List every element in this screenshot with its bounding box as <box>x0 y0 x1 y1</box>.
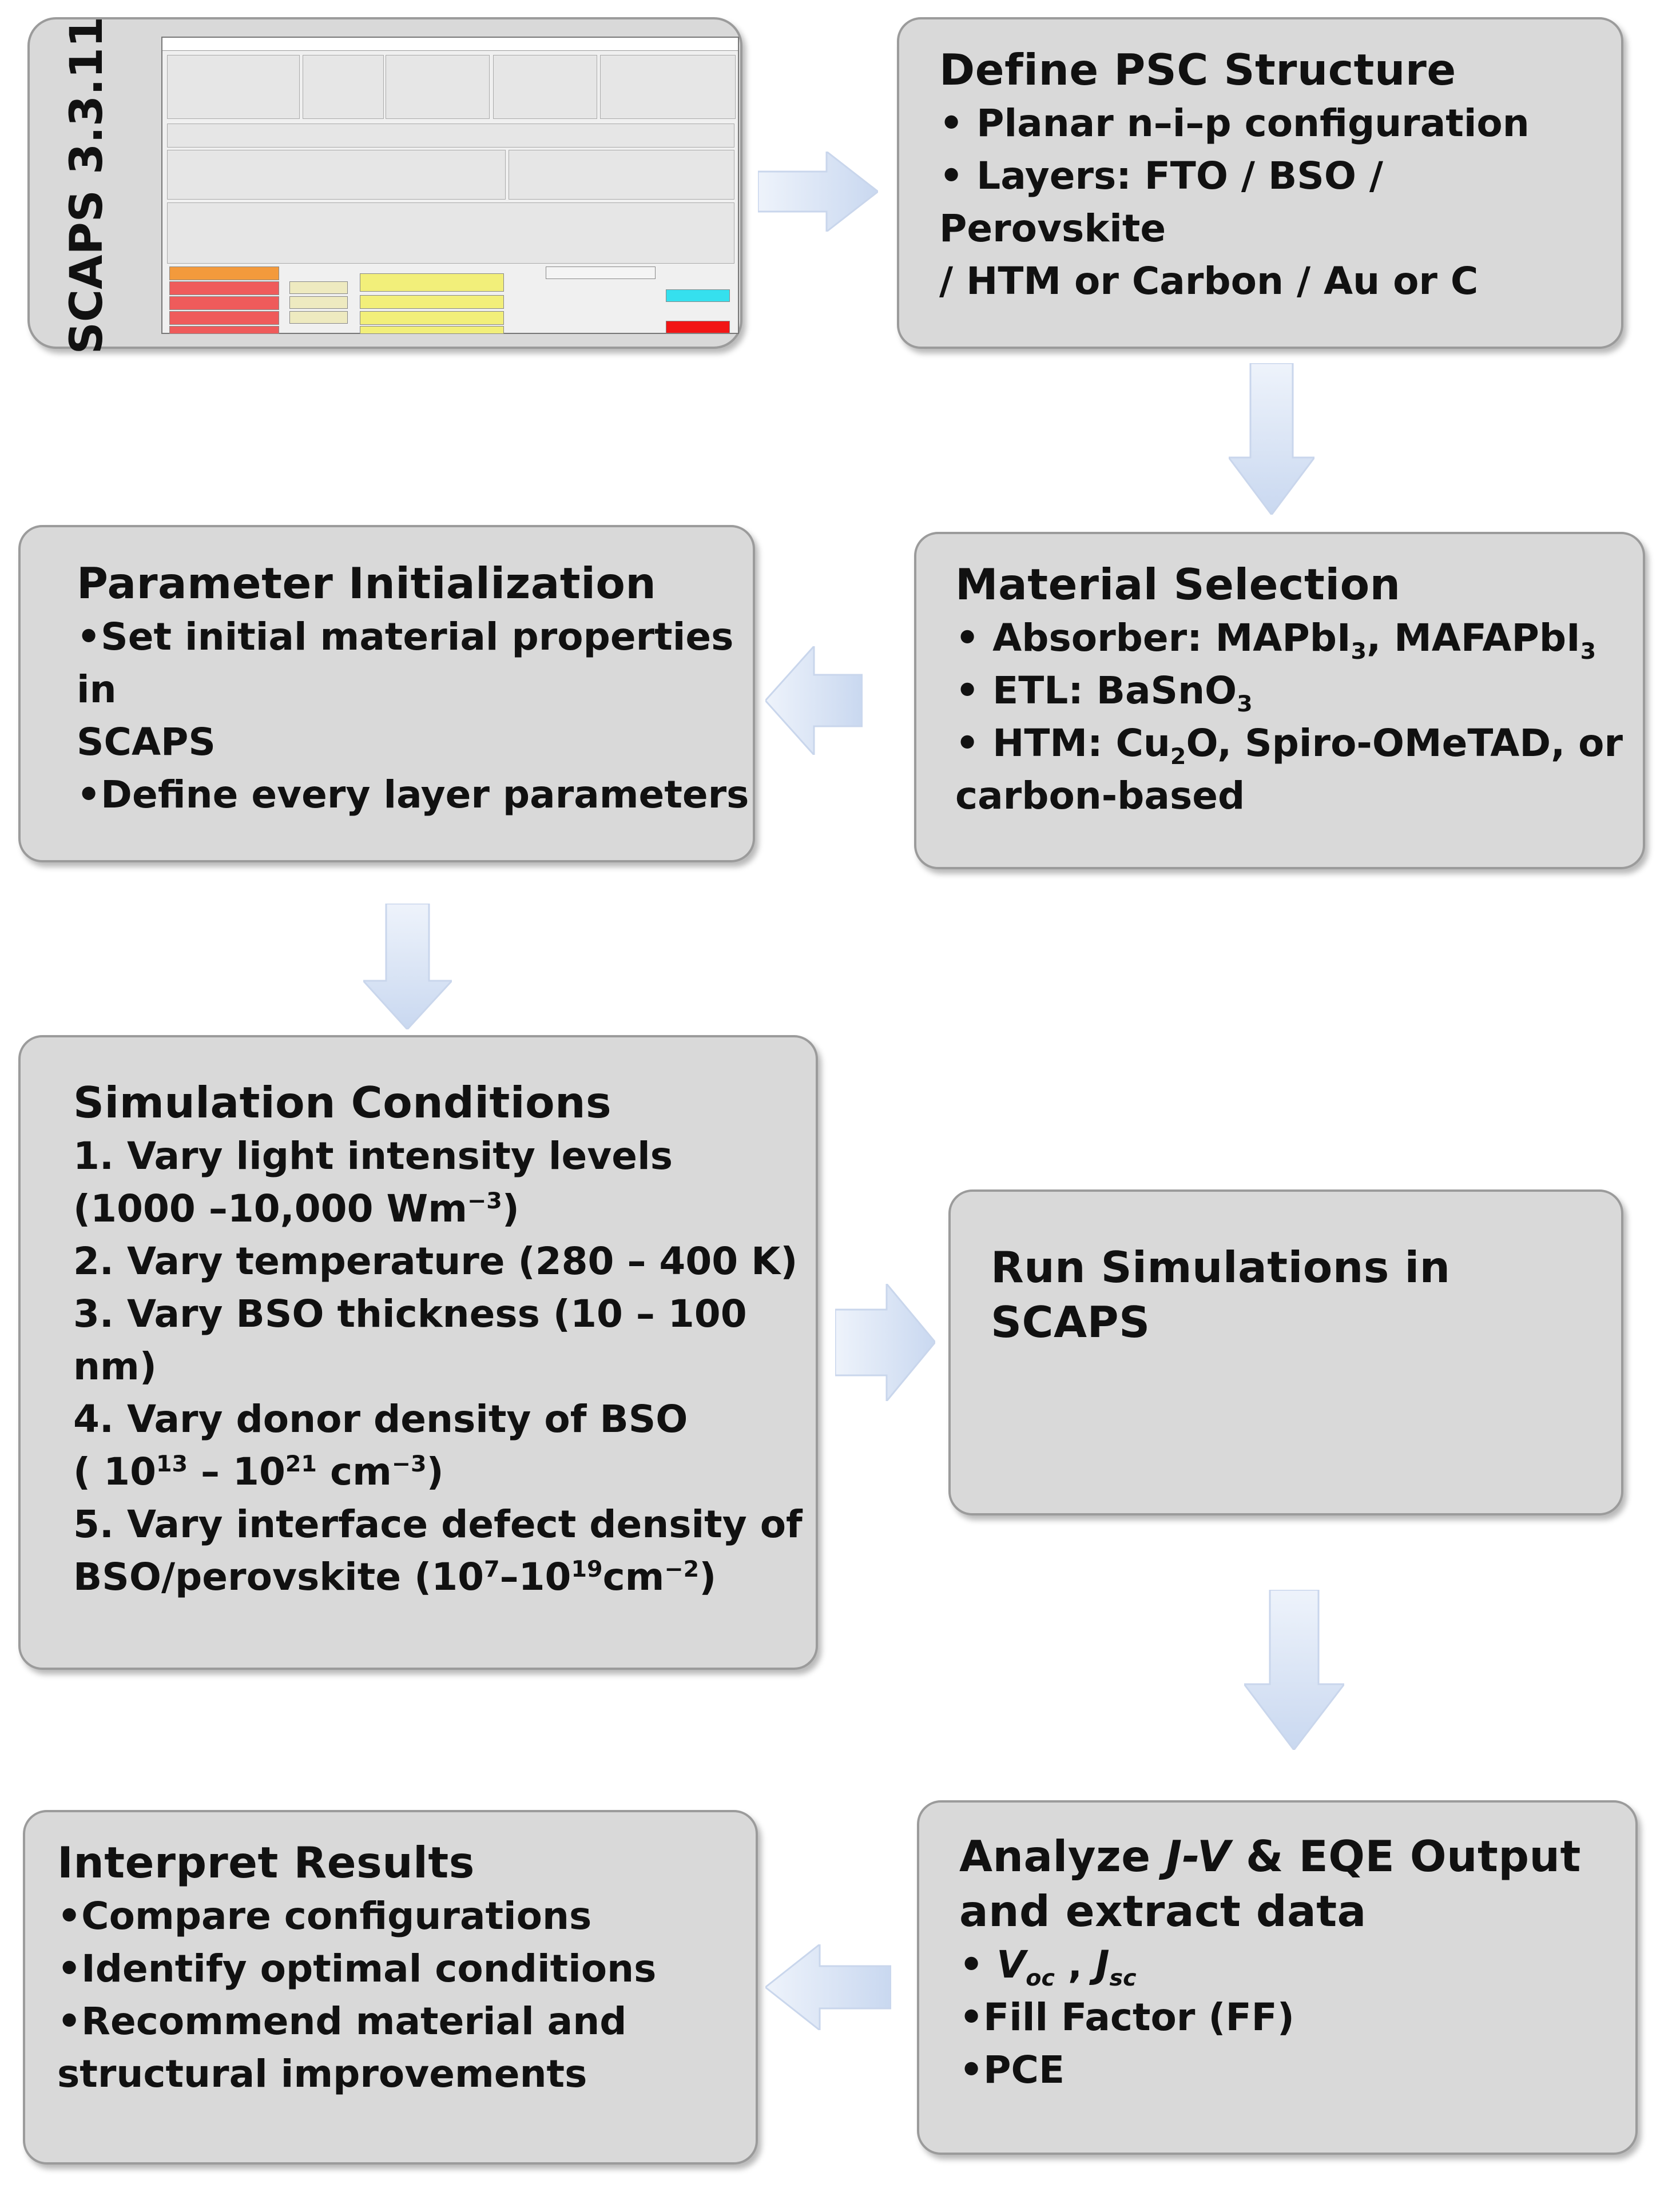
simulation-conditions-title: Simulation Conditions <box>73 1077 612 1128</box>
run-simulations-box: Run Simulations in SCAPS <box>948 1189 1623 1515</box>
material-selection-title: Material Selection <box>955 559 1401 610</box>
absorber-line: • Absorber: MAPbI3, MAFAPbI3 <box>955 616 1596 665</box>
interpret-results-line: •Identify optimal conditions <box>57 1947 657 1991</box>
down-arrow-icon <box>1229 363 1314 515</box>
left-arrow-icon <box>765 1944 891 2030</box>
htm-line: • HTM: Cu2O, Spiro-OMeTAD, or <box>955 721 1623 770</box>
right-arrow-icon <box>835 1284 935 1401</box>
define-structure-box: Define PSC Structure • Planar n–i–p conf… <box>897 17 1623 349</box>
parameter-init-line: SCAPS <box>77 720 216 764</box>
down-arrow-icon <box>363 904 452 1029</box>
define-structure-line: / HTM or Carbon / Au or C <box>939 259 1479 303</box>
htm-line-2: carbon-based <box>955 774 1245 818</box>
parameter-init-box: Parameter Initialization •Set initial ma… <box>18 525 755 862</box>
down-arrow-icon <box>1244 1590 1344 1750</box>
left-arrow-icon <box>765 646 863 755</box>
interpret-results-line: structural improvements <box>57 2052 587 2096</box>
parameter-init-line: •Define every layer parameters <box>77 773 749 817</box>
scaps-screenshot <box>161 37 739 334</box>
interpret-results-title: Interpret Results <box>57 1837 475 1888</box>
ff-line: •Fill Factor (FF) <box>959 1995 1294 2039</box>
interpret-results-box: Interpret Results •Compare configuration… <box>23 1810 758 2165</box>
analyze-output-title: Analyze J-V & EQE Output <box>959 1831 1581 1881</box>
condition-item: 4. Vary donor density of BSO <box>73 1397 688 1441</box>
pce-line: •PCE <box>959 2048 1065 2092</box>
parameter-init-line: •Set initial material properties in <box>77 615 734 711</box>
run-simulations-title: Run Simulations in SCAPS <box>991 1242 1451 1347</box>
define-structure-title: Define PSC Structure <box>939 45 1456 95</box>
analyze-output-box: Analyze J-V & EQE Output and extract dat… <box>917 1800 1638 2155</box>
simulation-conditions-box: Simulation Conditions 1. Vary light inte… <box>18 1035 818 1670</box>
scaps-version-label: SCAPS 3.3.11 <box>61 16 113 355</box>
interpret-results-line: •Compare configurations <box>57 1894 592 1938</box>
condition-item: BSO/perovskite (107–1019cm−2) <box>73 1555 717 1599</box>
etl-line: • ETL: BaSnO3 <box>955 669 1253 718</box>
define-structure-line: • Layers: FTO / BSO / Perovskite <box>939 154 1384 250</box>
condition-item: 5. Vary interface defect density of <box>73 1502 803 1546</box>
condition-item: 1. Vary light intensity levels <box>73 1134 673 1178</box>
scaps-box: SCAPS 3.3.11 <box>27 16 742 355</box>
voc-jsc-line: • Voc , Jsc <box>959 1943 1137 1992</box>
condition-item: ( 1013 – 1021 cm−3) <box>73 1450 444 1494</box>
parameter-init-title: Parameter Initialization <box>77 558 657 608</box>
define-structure-line: • Planar n–i–p configuration <box>939 101 1530 145</box>
analyze-output-title-2: and extract data <box>959 1886 1367 1936</box>
condition-item: 2. Vary temperature (280 – 400 K) <box>73 1239 798 1283</box>
interpret-results-line: •Recommend material and <box>57 1999 627 2043</box>
condition-item: (1000 –10,000 Wm−3) <box>73 1187 519 1231</box>
right-arrow-icon <box>758 152 878 232</box>
material-selection-box: Material Selection • Absorber: MAPbI3, M… <box>914 532 1645 869</box>
condition-item: 3. Vary BSO thickness (10 – 100 nm) <box>73 1292 747 1389</box>
